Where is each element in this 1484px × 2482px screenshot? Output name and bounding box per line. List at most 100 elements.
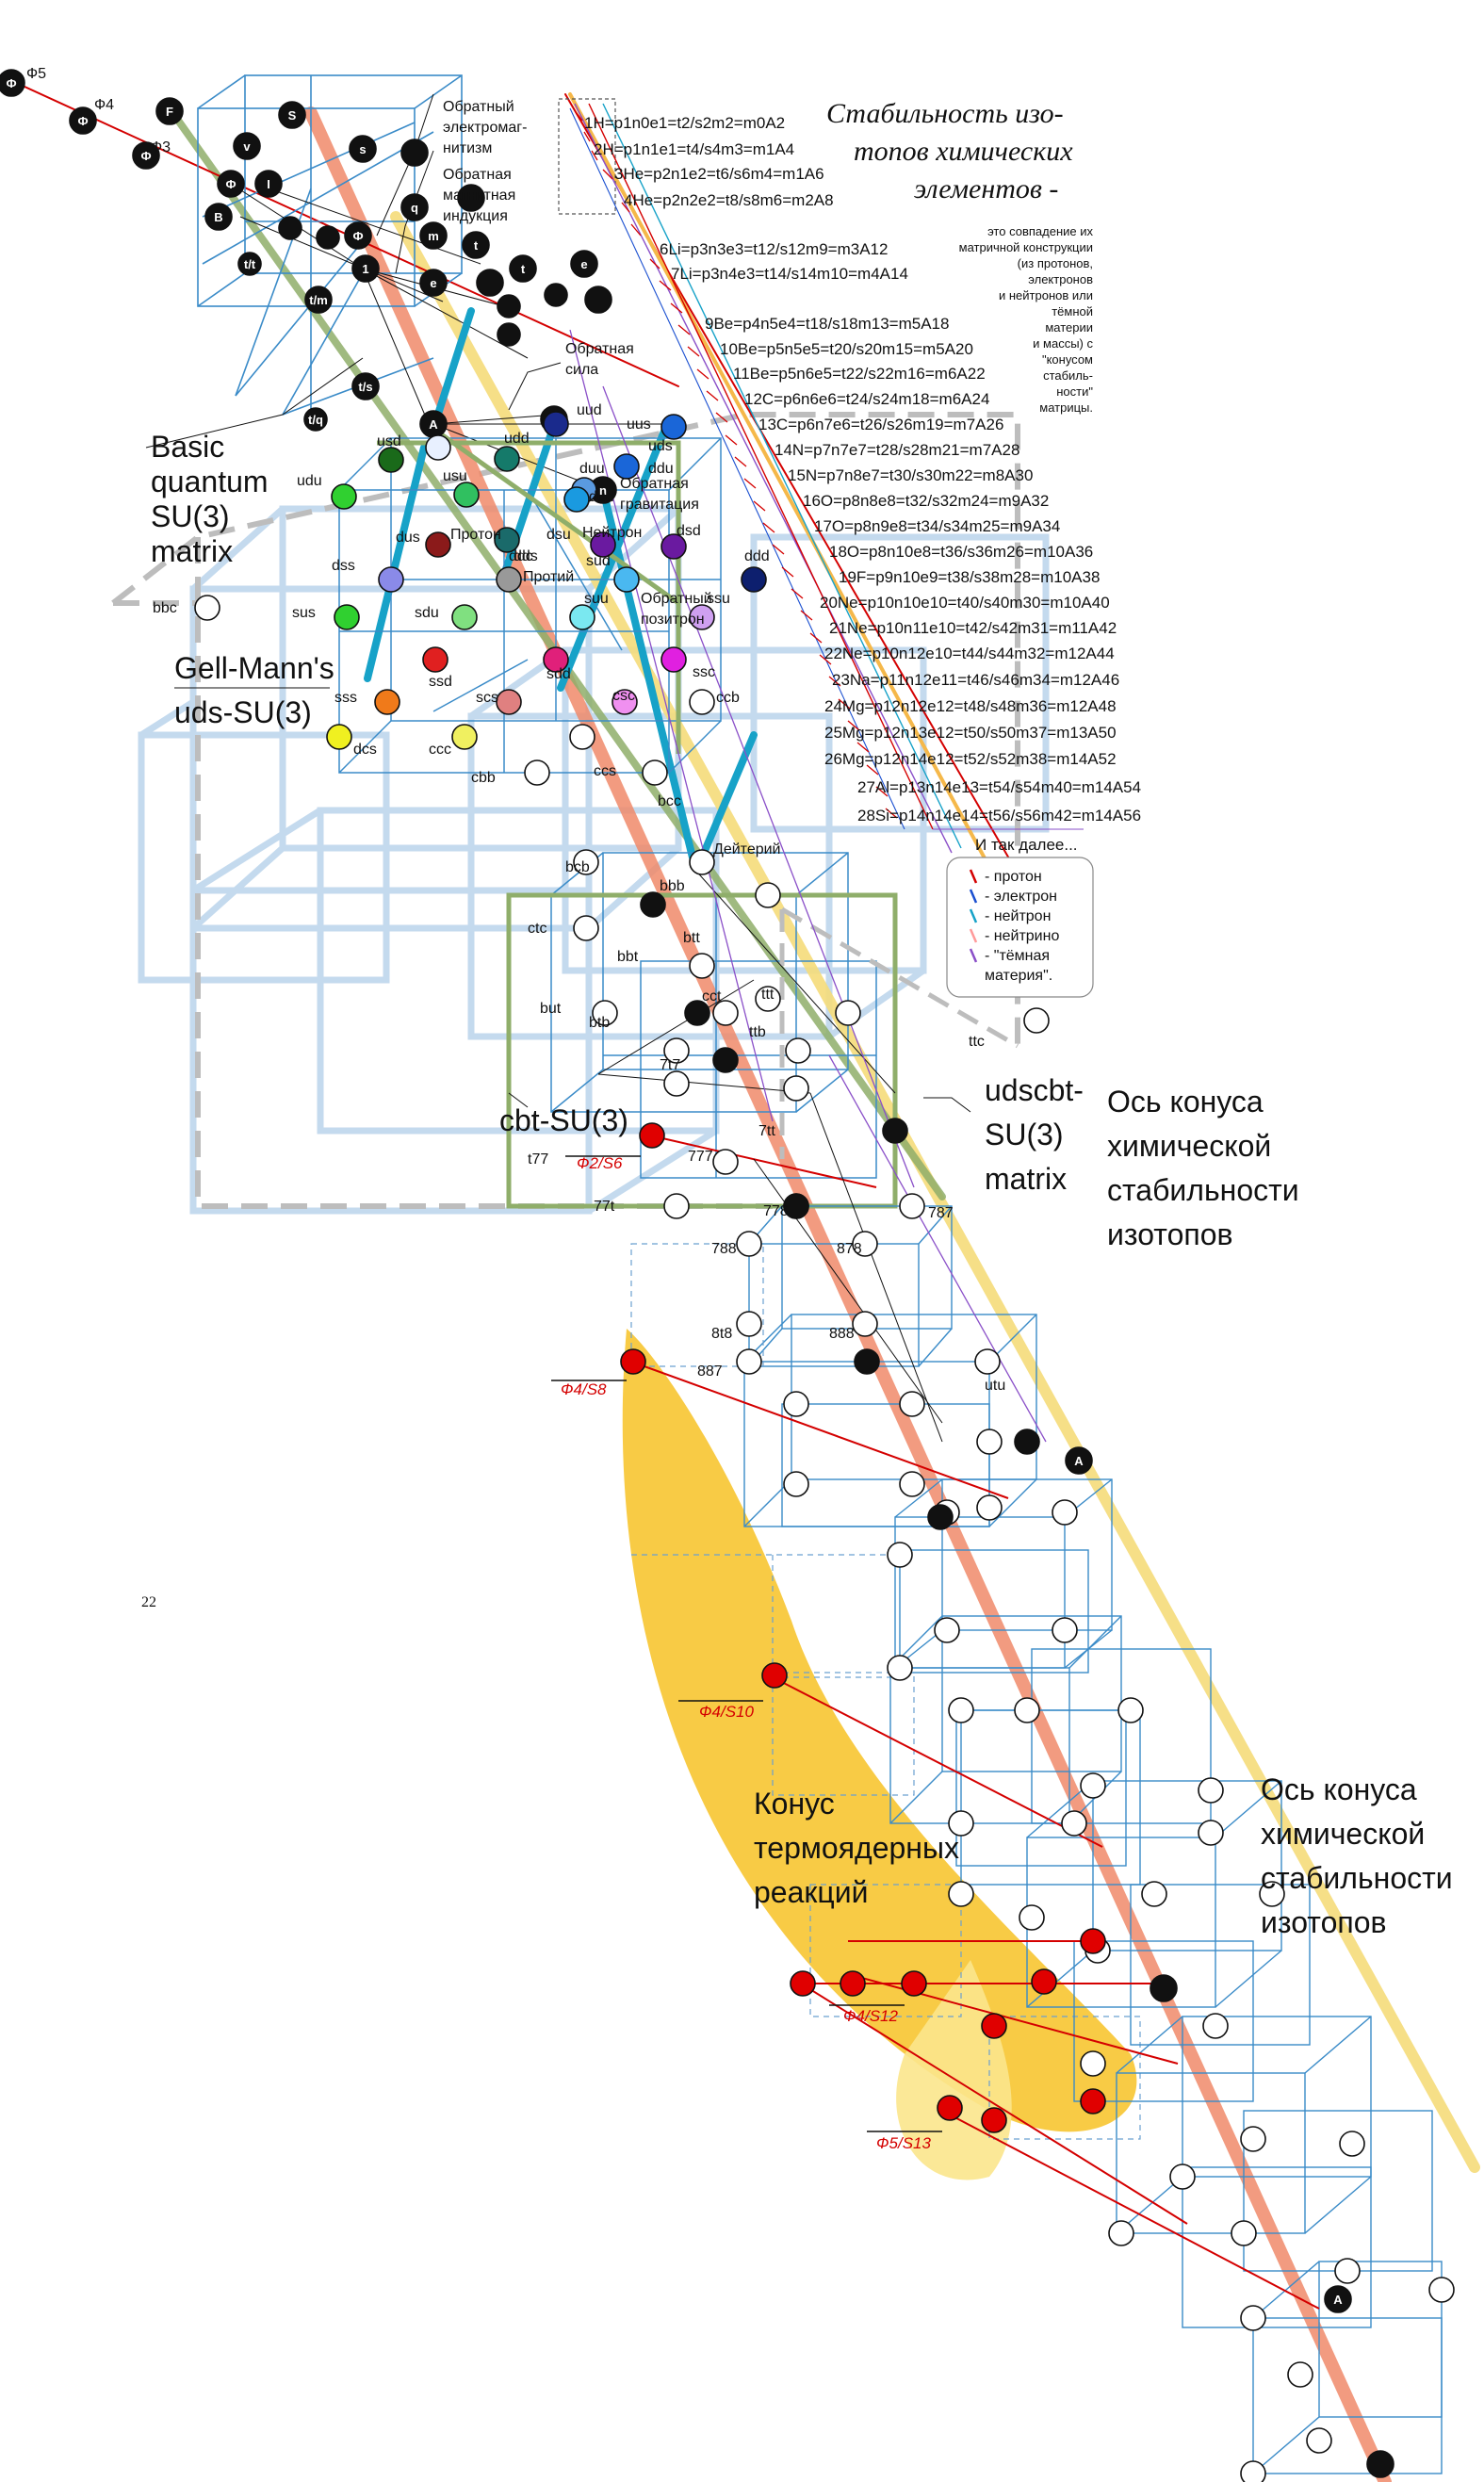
- big-labels: Basic quantum SU(3) matrix Gell-Mann's u…: [141, 430, 1453, 1939]
- quark-label: 787: [928, 1205, 954, 1221]
- black-node: [303, 407, 328, 432]
- label-gellmann-1: Gell-Mann's: [174, 651, 334, 685]
- quark-label: uds: [648, 438, 673, 454]
- black-node: [351, 372, 380, 400]
- black-node: [419, 221, 448, 250]
- label-leaders: [145, 93, 971, 1113]
- label-gellmann-2: uds-SU(3): [174, 695, 312, 729]
- quark-label: ttt: [761, 987, 775, 1003]
- white-node: [852, 1231, 878, 1257]
- label-basic-1: Basic: [151, 430, 224, 464]
- quark-label: 777: [688, 1149, 713, 1165]
- background-grid: [138, 505, 1050, 1215]
- quark-label: btt: [683, 930, 700, 946]
- red-node: [901, 1970, 927, 1997]
- legend: - протон- электрон- нейтрон- нейтрино- "…: [946, 857, 1094, 998]
- quark-label: bcb: [565, 859, 590, 875]
- node-symbol: q: [411, 201, 418, 215]
- red-node: [1080, 1928, 1106, 1954]
- isotope-formula: 11Be=p5n6e5=t22/s22m16=m6A22: [733, 365, 986, 383]
- quark-label: 778: [763, 1203, 789, 1219]
- node-symbol: B: [214, 210, 222, 224]
- purple-connectors: [569, 329, 1047, 1443]
- node-symbol: e: [580, 257, 587, 271]
- quark-node: [496, 689, 522, 715]
- title-block: Стабильность изо- топов химических элеме…: [826, 98, 1073, 204]
- white-node: [1080, 2050, 1106, 2077]
- black-node: [132, 141, 160, 170]
- legend-label: - электрон: [985, 889, 1057, 905]
- label-deut: Дейтерий: [713, 841, 781, 857]
- quark-node: [453, 482, 480, 508]
- white-node: [1080, 1772, 1106, 1799]
- black-node: [462, 231, 490, 259]
- white-node: [1259, 1881, 1285, 1907]
- quark-label: ttc: [969, 1034, 985, 1050]
- quark-label: 788: [711, 1241, 737, 1257]
- quark-label: dsu: [546, 527, 571, 543]
- quark-label: 7t7: [660, 1057, 680, 1073]
- quark-node: [334, 604, 360, 630]
- black-node: [509, 254, 537, 283]
- quark-node: [374, 689, 400, 715]
- quark-label: ttb: [749, 1024, 766, 1040]
- description-line: стабиль-: [1043, 368, 1093, 383]
- cbt-green-frame: [506, 892, 898, 1209]
- black-node: [1150, 1974, 1178, 2002]
- red-node: [840, 1970, 866, 1997]
- quark-label: 8t8: [711, 1326, 732, 1342]
- black-node: [497, 294, 521, 318]
- black-node: [217, 170, 245, 198]
- red-node: [937, 2095, 963, 2121]
- isotope-formula: 17O=p8n9e8=t34/s34m25=m9A34: [814, 517, 1060, 535]
- white-node: [573, 849, 599, 875]
- title-line-1: Стабильность изо-: [826, 98, 1064, 129]
- a-node: [1014, 1429, 1040, 1455]
- quark-node: [590, 531, 616, 558]
- label-cone-1: Конус: [754, 1787, 835, 1821]
- white-node: [1240, 2460, 1266, 2482]
- axis-lines: [0, 74, 1480, 2482]
- description-line: и нейтронов или: [999, 288, 1093, 302]
- quark-label: cbb: [471, 770, 496, 786]
- label-axis1-1: Ось конуса: [1107, 1085, 1264, 1119]
- quark-label: dcs: [353, 742, 377, 758]
- node-symbol: m: [428, 229, 439, 243]
- quark-node: [689, 689, 715, 715]
- node-symbol: I: [267, 177, 270, 191]
- quark-label: dss: [332, 558, 355, 574]
- legend-swatch: [969, 928, 978, 943]
- white-node: [783, 1471, 809, 1497]
- white-node: [689, 953, 715, 979]
- label-axis2-3: стабильности: [1261, 1861, 1453, 1895]
- isotope-formula: 20Ne=p10n10e10=t40/s40m30=m10A40: [820, 594, 1110, 612]
- black-node: [570, 250, 598, 278]
- black-node: [278, 216, 302, 240]
- quark-label: udu: [297, 473, 322, 489]
- isotope-formula: 16O=p8n8e8=t32/s32m24=m9A32: [803, 492, 1049, 510]
- label-em-2: электромаг-: [443, 120, 527, 136]
- white-node: [783, 1391, 809, 1417]
- phi-s-label: Ф2/S6: [577, 1154, 623, 1172]
- phi-s-label: Ф4/S10: [699, 1703, 754, 1721]
- annotation-labels: Обратный электромаг- нитизм Обратная маг…: [443, 99, 781, 857]
- white-node: [663, 1037, 690, 1064]
- quark-node: [543, 646, 569, 673]
- label-axis1-3: стабильности: [1107, 1173, 1299, 1207]
- node-symbol: Ф: [225, 177, 236, 191]
- quark-node: [326, 724, 352, 750]
- description-line: электронов: [1028, 272, 1093, 286]
- quark-label: scs: [476, 690, 498, 706]
- label-axis1-2: химической: [1107, 1129, 1271, 1163]
- description-line: материи: [1045, 320, 1093, 335]
- black-node: [344, 221, 372, 250]
- isotope-formula: 2H=p1n1e1=t4/s4m3=m1A4: [594, 140, 794, 158]
- red-node: [761, 1662, 788, 1689]
- white-node: [887, 1655, 913, 1681]
- white-node: [1287, 2361, 1313, 2388]
- description-line: матричной конструкции: [959, 240, 1093, 254]
- black-node: [351, 254, 380, 283]
- phi-order-label: Ф3: [151, 139, 171, 155]
- white-node: [1117, 1697, 1144, 1723]
